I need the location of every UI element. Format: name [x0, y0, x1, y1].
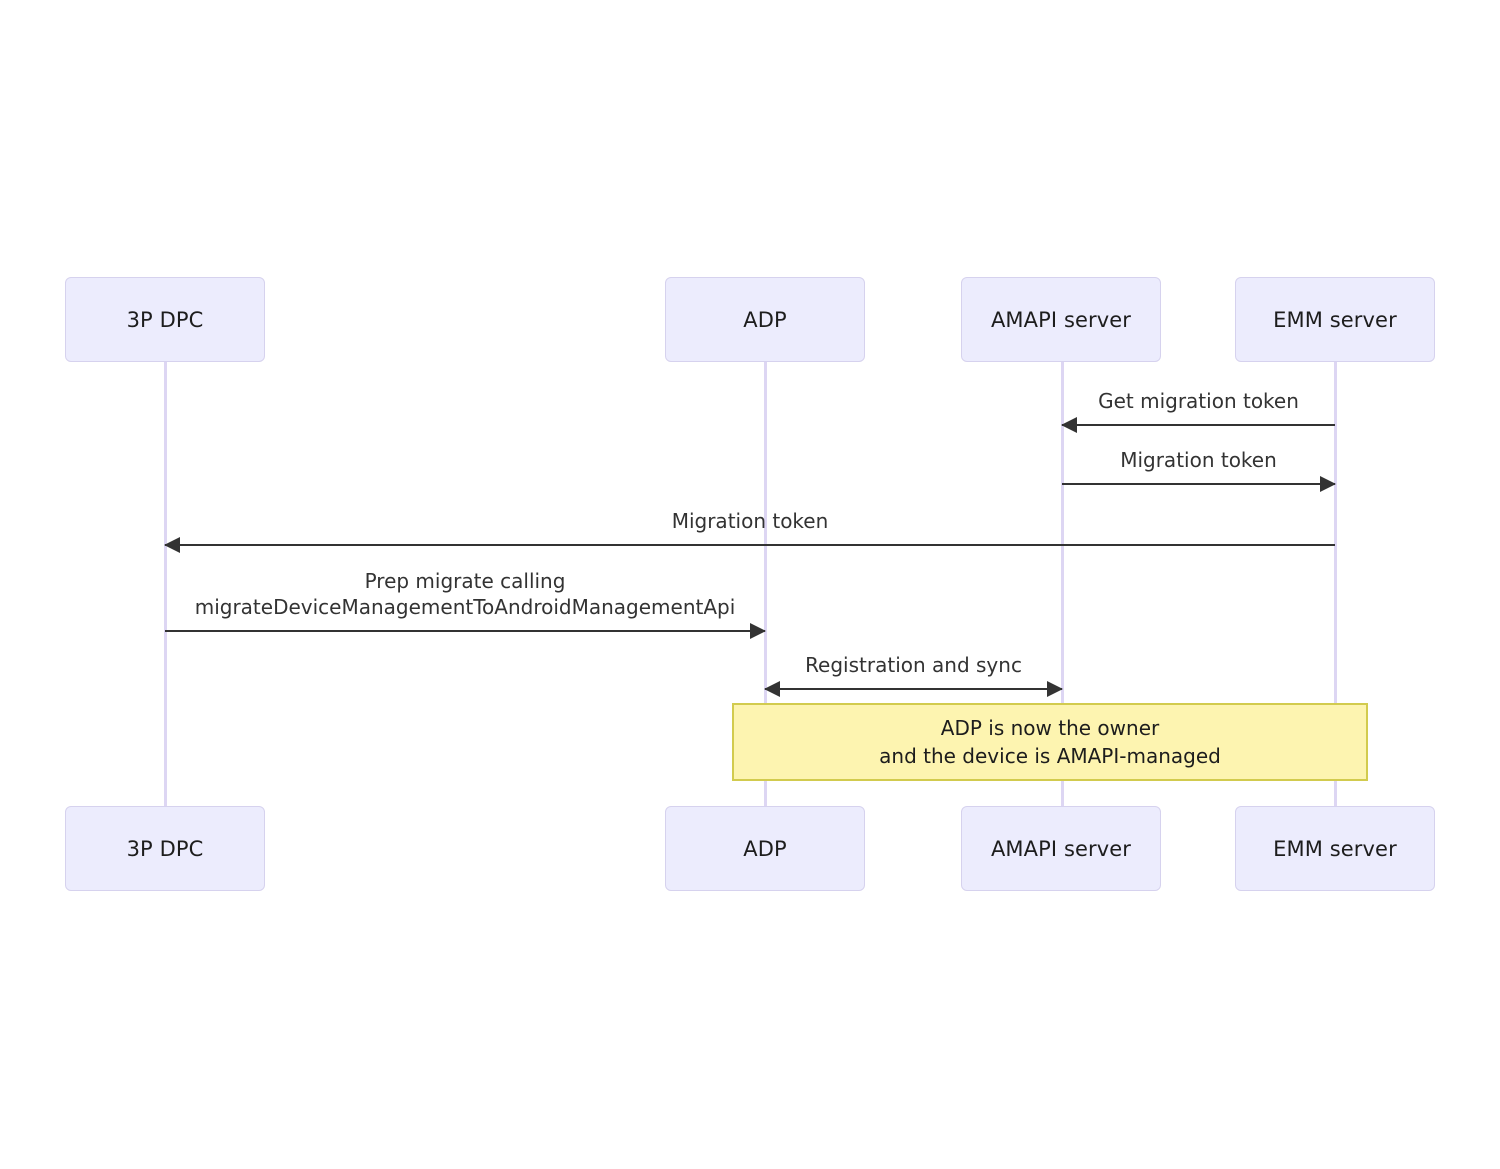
message-line — [765, 688, 1062, 690]
message-label-line2: migrateDeviceManagementToAndroidManageme… — [194, 595, 736, 619]
arrowhead-left-icon — [164, 537, 180, 553]
participant-label: EMM server — [1273, 836, 1397, 861]
message-label: Get migration token — [1098, 389, 1299, 413]
arrowhead-right-icon — [1320, 476, 1336, 492]
note-adp-owner: ADP is now the owner and the device is A… — [732, 703, 1368, 781]
participant-label: EMM server — [1273, 307, 1397, 332]
message-line — [165, 630, 765, 632]
lifeline-3p-dpc — [164, 362, 167, 806]
participant-label: ADP — [743, 307, 787, 332]
participant-label: 3P DPC — [126, 836, 204, 861]
participant-label: AMAPI server — [990, 836, 1132, 861]
message-line — [1062, 483, 1335, 485]
message-line — [165, 544, 1335, 546]
message-label: Prep migrate calling migrateDeviceManage… — [195, 568, 736, 620]
message-label: Registration and sync — [805, 653, 1022, 677]
participant-top-adp[interactable]: ADP — [665, 277, 865, 362]
lifeline-amapi-server — [1061, 362, 1064, 806]
arrowhead-left-icon — [764, 681, 780, 697]
message-line — [1062, 424, 1335, 426]
message-label: Migration token — [671, 509, 829, 533]
lifeline-adp — [764, 362, 767, 806]
arrowhead-left-icon — [1061, 417, 1077, 433]
participant-label: 3P DPC — [126, 307, 204, 332]
participant-bottom-3p-dpc[interactable]: 3P DPC — [65, 806, 265, 891]
participant-bottom-emm-server[interactable]: EMM server — [1235, 806, 1435, 891]
participant-bottom-adp[interactable]: ADP — [665, 806, 865, 891]
participant-top-3p-dpc[interactable]: 3P DPC — [65, 277, 265, 362]
lifeline-emm-server — [1334, 362, 1337, 806]
arrowhead-right-icon — [1047, 681, 1063, 697]
participant-label: AMAPI server — [990, 307, 1132, 332]
message-label: Migration token — [1120, 448, 1277, 472]
participant-label: ADP — [743, 836, 787, 861]
participant-top-emm-server[interactable]: EMM server — [1235, 277, 1435, 362]
note-line-2: and the device is AMAPI-managed — [879, 744, 1221, 768]
participant-top-amapi-server[interactable]: AMAPI server — [961, 277, 1161, 362]
participant-bottom-amapi-server[interactable]: AMAPI server — [961, 806, 1161, 891]
note-line-1: ADP is now the owner — [940, 716, 1160, 740]
message-label-line1: Prep migrate calling — [364, 569, 566, 593]
arrowhead-right-icon — [750, 623, 766, 639]
